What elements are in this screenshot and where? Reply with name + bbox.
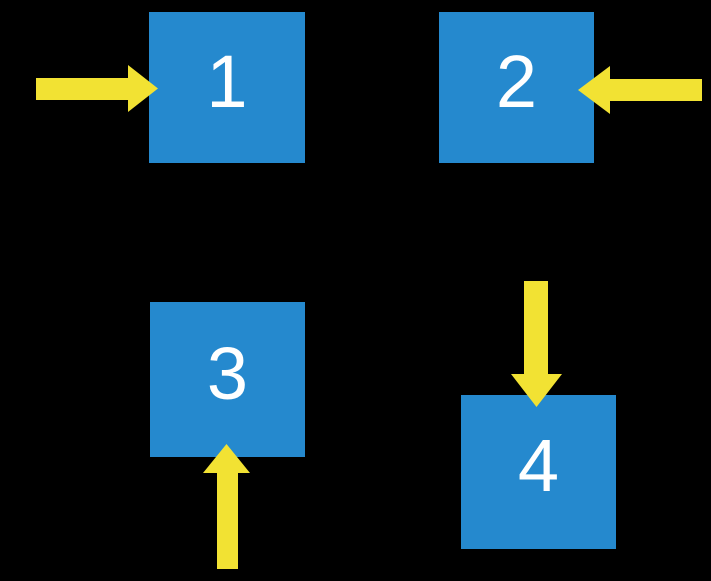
arrow-right-shape: [36, 65, 158, 112]
box-3-label: 3: [206, 331, 249, 415]
arrow-up-icon: [203, 444, 250, 569]
arrow-left-shape: [578, 66, 702, 114]
box-1-label: 1: [206, 39, 248, 123]
box-4-label: 4: [517, 424, 560, 507]
arrow-down-shape: [511, 281, 562, 407]
arrow-left-icon: [578, 66, 702, 114]
arrow-down-icon: [511, 281, 562, 407]
arrow-right-icon: [36, 65, 158, 112]
box-3: 3: [150, 302, 305, 457]
box-4: 4: [461, 395, 616, 549]
box-2: 2: [439, 12, 594, 163]
box-1: 1: [149, 12, 305, 163]
arrow-up-shape: [203, 444, 250, 569]
box-2-label: 2: [495, 39, 538, 123]
